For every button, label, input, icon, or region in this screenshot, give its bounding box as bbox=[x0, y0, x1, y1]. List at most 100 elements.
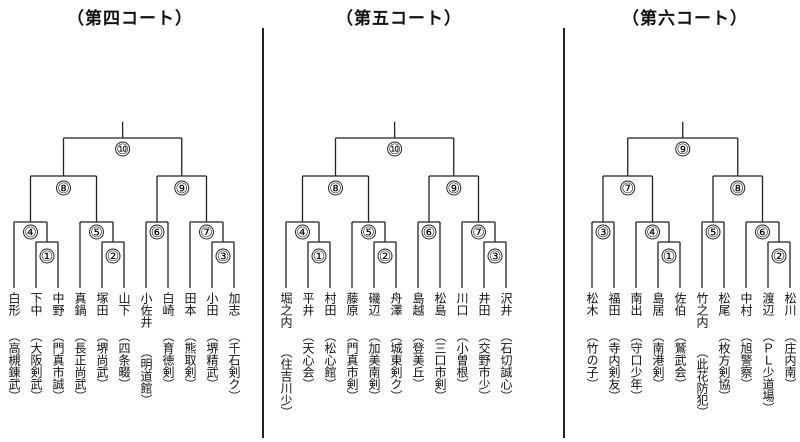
player-name: 小田 bbox=[205, 292, 219, 316]
player-name: 川口 bbox=[455, 292, 469, 316]
first-round-badge: ① bbox=[311, 248, 327, 265]
player-name: 竹之内 bbox=[695, 292, 709, 328]
quarterfinal-badge: ⑤ bbox=[361, 224, 376, 241]
semifinal-badge: ⑦ bbox=[620, 180, 636, 197]
first-round-badge: ② bbox=[377, 248, 393, 265]
player-affiliation: （門真市誠） bbox=[51, 330, 65, 402]
player-affiliation: （高槻錬武） bbox=[7, 330, 21, 402]
first-round-badge: ① bbox=[39, 248, 55, 265]
svg-text:①: ① bbox=[41, 249, 54, 265]
svg-text:⑩: ⑩ bbox=[388, 142, 401, 158]
svg-text:⑨: ⑨ bbox=[175, 181, 188, 197]
player-affiliation: （庄内南） bbox=[783, 330, 797, 390]
player-name: 下中 bbox=[29, 292, 43, 316]
court-divider bbox=[262, 28, 264, 438]
first-round-badge: ② bbox=[105, 248, 121, 265]
svg-text:④: ④ bbox=[646, 225, 659, 241]
player-affiliation: （三口市剣） bbox=[433, 330, 447, 402]
player-affiliation: （明道館） bbox=[139, 346, 153, 406]
player-affiliation: （南港剣） bbox=[651, 330, 665, 390]
player-name: 白崎 bbox=[161, 292, 175, 316]
svg-text:⑧: ⑧ bbox=[731, 181, 744, 197]
quarterfinal-badge: ⑦ bbox=[199, 224, 214, 241]
player-name: 南出 bbox=[629, 292, 643, 316]
svg-text:⑤: ⑤ bbox=[90, 225, 103, 241]
player-name: 松島 bbox=[433, 292, 447, 316]
player-name: 舟澤 bbox=[389, 292, 403, 316]
svg-text:③: ③ bbox=[489, 249, 502, 265]
quarterfinal-badge: ③ bbox=[595, 224, 611, 241]
semifinal-badge: ⑨ bbox=[446, 180, 462, 197]
player-affiliation: （堺精武） bbox=[205, 330, 219, 390]
player-name: 井田 bbox=[477, 292, 491, 316]
player-name: 村田 bbox=[323, 292, 337, 316]
svg-text:⑨: ⑨ bbox=[676, 142, 689, 158]
player-affiliation: （熊取剣） bbox=[183, 330, 197, 390]
player-affiliation: （小曽根） bbox=[455, 330, 469, 390]
bracket-lines: ①④ ②⑤ ⑥ ③⑦ ⑧ ⑨ ⑩ bbox=[13, 122, 235, 288]
svg-text:⑦: ⑦ bbox=[200, 225, 213, 241]
player-name: 藤原 bbox=[345, 292, 359, 316]
player-affiliation: （大阪剣武） bbox=[29, 330, 43, 402]
svg-text:⑨: ⑨ bbox=[447, 181, 460, 197]
svg-text:⑤: ⑤ bbox=[362, 225, 375, 241]
player-affiliation: （育徳剣） bbox=[161, 330, 175, 390]
svg-text:②: ② bbox=[773, 249, 786, 265]
player-affiliation: （千石剣ク） bbox=[227, 330, 241, 402]
player-name: 加志 bbox=[227, 292, 241, 316]
svg-text:⑦: ⑦ bbox=[621, 181, 634, 197]
player-name: 松川 bbox=[783, 292, 797, 316]
svg-text:④: ④ bbox=[24, 225, 37, 241]
first-round-badge: ① bbox=[661, 248, 677, 265]
player-affiliation: （門真市剣） bbox=[345, 330, 359, 402]
svg-text:⑥: ⑥ bbox=[423, 225, 436, 241]
player-name: 真鍋 bbox=[73, 292, 87, 316]
svg-text:③: ③ bbox=[597, 225, 610, 241]
svg-text:⑦: ⑦ bbox=[472, 225, 485, 241]
player-name: 島越 bbox=[411, 292, 425, 316]
player-name: 松尾 bbox=[717, 292, 731, 316]
court-title: （第四コート） bbox=[67, 9, 193, 29]
player-affiliation: （守口少年） bbox=[629, 330, 643, 402]
svg-text:⑥: ⑥ bbox=[151, 225, 164, 241]
player-name: 平井 bbox=[301, 292, 315, 316]
player-name: 福田 bbox=[607, 292, 621, 316]
court-divider bbox=[563, 28, 565, 438]
quarterfinal-badge: ④ bbox=[645, 224, 660, 241]
bracket-lines: ①④ ②⑤ ⑥ ③⑦ ⑧ ⑨ ⑩ bbox=[285, 122, 507, 288]
player-affiliation: （交野市少） bbox=[477, 330, 491, 402]
player-affiliation: （長正尚武） bbox=[73, 330, 87, 402]
svg-text:④: ④ bbox=[296, 225, 309, 241]
court-title: （第五コート） bbox=[336, 9, 462, 29]
svg-text:①: ① bbox=[313, 249, 326, 265]
player-affiliation: （ＰＬ少道場） bbox=[761, 330, 775, 414]
final-badge: ⑩ bbox=[387, 141, 403, 158]
player-name: 磯辺 bbox=[367, 292, 381, 316]
quarterfinal-badge: ⑥ bbox=[755, 224, 770, 241]
player-affiliation: （住吉川少） bbox=[279, 346, 293, 418]
player-affiliation: （登美丘） bbox=[411, 330, 425, 390]
player-affiliation: （此花防犯） bbox=[695, 346, 709, 418]
svg-text:③: ③ bbox=[217, 249, 230, 265]
player-name: 中野 bbox=[51, 292, 65, 316]
svg-text:①: ① bbox=[663, 249, 676, 265]
svg-text:②: ② bbox=[107, 249, 120, 265]
svg-text:⑥: ⑥ bbox=[756, 225, 769, 241]
player-affiliation: （城東剣ク） bbox=[389, 330, 403, 402]
player-affiliation: （石切誠心） bbox=[499, 330, 513, 402]
first-round-badge: ③ bbox=[487, 248, 503, 265]
player-name: 堀之内 bbox=[279, 292, 293, 328]
svg-text:⑤: ⑤ bbox=[707, 225, 720, 241]
player-name: 松木 bbox=[585, 292, 599, 316]
player-name: 佐伯 bbox=[673, 292, 687, 316]
player-name: 白形 bbox=[7, 292, 21, 316]
svg-text:⑧: ⑧ bbox=[57, 181, 70, 197]
svg-text:⑩: ⑩ bbox=[116, 142, 129, 158]
svg-text:⑧: ⑧ bbox=[329, 181, 342, 197]
first-round-badge: ③ bbox=[215, 248, 231, 265]
final-badge: ⑩ bbox=[115, 141, 131, 158]
player-affiliation: （加美南剣） bbox=[367, 330, 381, 402]
